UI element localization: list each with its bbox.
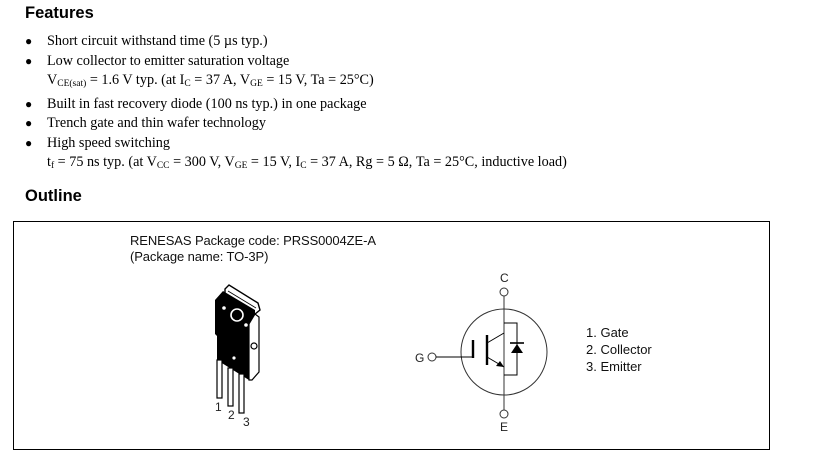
package-leads xyxy=(216,359,245,414)
features-list: ● Short circuit withstand time (5 µs typ… xyxy=(0,32,567,177)
collector-label: C xyxy=(500,271,509,285)
emitter-terminal-icon xyxy=(499,409,509,419)
feature-item: ● Short circuit withstand time (5 µs typ… xyxy=(0,32,567,52)
feature-text: High speed switching xyxy=(47,134,170,151)
bullet-icon: ● xyxy=(25,116,33,130)
features-heading: Features xyxy=(25,4,94,22)
igbt-symbol: C G E xyxy=(415,271,548,434)
emitter-arrow-icon xyxy=(496,361,504,367)
pin-item: 2. Collector xyxy=(586,342,652,357)
symbol-circle xyxy=(460,308,548,396)
outline-heading: Outline xyxy=(25,187,82,205)
bullet-icon: ● xyxy=(25,135,33,150)
feature-item: ● Trench gate and thin wafer technology xyxy=(0,114,567,134)
feature-item: ● Low collector to emitter saturation vo… xyxy=(0,52,567,95)
outline-frame xyxy=(13,221,770,450)
feature-text: Trench gate and thin wafer technology xyxy=(47,115,266,131)
package-code: RENESAS Package code: PRSS0004ZE-A xyxy=(130,233,376,248)
freewheel-diode-icon xyxy=(504,322,524,376)
feature-item: ● High speed switching tf = 75 ns typ. (… xyxy=(0,134,567,177)
gate-label: G xyxy=(415,351,424,365)
feature-detail: tf = 75 ns typ. (at VCC = 300 V, VGE = 1… xyxy=(47,154,567,171)
feature-item: ● Built in fast recovery diode (100 ns t… xyxy=(0,95,567,115)
package-pin-label: 3 xyxy=(243,415,250,429)
collector-terminal-icon xyxy=(499,287,509,297)
package-pin-label: 2 xyxy=(228,408,235,422)
package-pin-label: 1 xyxy=(215,400,222,414)
feature-text: Short circuit withstand time (5 µs typ.) xyxy=(47,33,268,49)
emitter-label: E xyxy=(500,420,508,434)
gate-terminal-icon xyxy=(427,352,437,362)
feature-text: Built in fast recovery diode (100 ns typ… xyxy=(47,95,367,112)
bullet-icon: ● xyxy=(25,34,33,48)
pin-item: 3. Emitter xyxy=(586,359,642,374)
feature-detail: VCE(sat) = 1.6 V typ. (at IC = 37 A, VGE… xyxy=(47,72,374,89)
package-body xyxy=(215,291,260,381)
mounting-hole-icon xyxy=(230,308,244,322)
pin-item: 1. Gate xyxy=(586,325,629,340)
bullet-icon: ● xyxy=(25,96,33,111)
package-name: (Package name: TO-3P) xyxy=(130,249,269,264)
feature-text: Low collector to emitter saturation volt… xyxy=(47,52,290,69)
bullet-icon: ● xyxy=(25,53,33,68)
to3p-package-drawing: 1 2 3 xyxy=(215,284,261,429)
pin-list: 1. Gate 2. Collector 3. Emitter xyxy=(586,324,652,375)
